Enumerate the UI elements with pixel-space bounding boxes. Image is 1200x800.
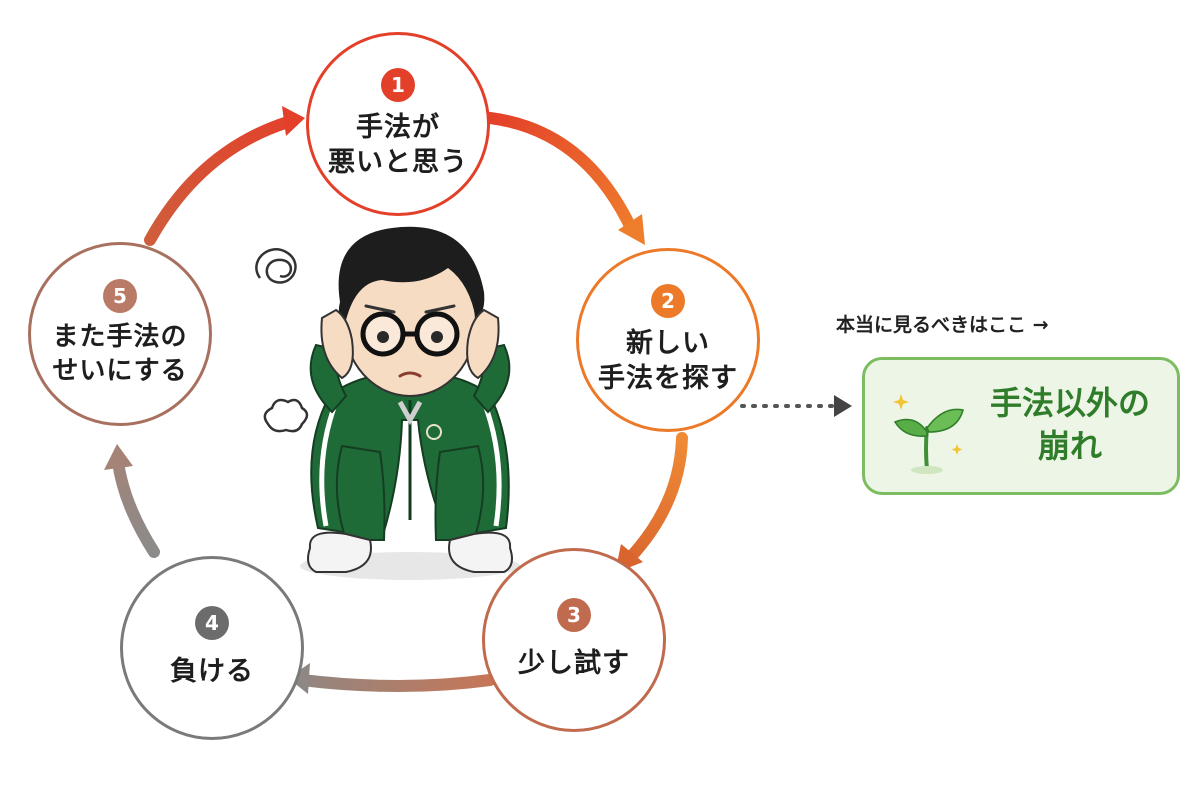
arrow-1-to-2 (484, 112, 645, 245)
cycle-step-2: 2 新しい 手法を探す (576, 248, 760, 432)
sprout-icon (893, 394, 964, 474)
focus-box: 手法以外の 崩れ (862, 357, 1180, 495)
focus-label: 手法以外の 崩れ (989, 384, 1150, 466)
step-label: また手法の せいにする (52, 322, 188, 386)
step-number-badge: 3 (557, 598, 591, 633)
step-label: 負ける (170, 656, 254, 688)
dotted-arrow-to-focus (740, 395, 852, 417)
arrow-5-to-1 (144, 106, 305, 246)
step-number-badge: 4 (195, 606, 229, 641)
cycle-step-3: 3 少し試す (482, 548, 666, 732)
arrow-3-to-4 (288, 663, 496, 694)
sparkle-icon (893, 394, 909, 410)
step-number-badge: 2 (651, 283, 685, 318)
sigh-puff-icon (263, 398, 309, 433)
callout-text: 本当に見るべきはここ → (836, 314, 1049, 336)
sparkle-icon (951, 444, 963, 455)
step-label: 少し試す (518, 648, 630, 680)
step-label: 新しい 手法を探す (598, 327, 738, 394)
cycle-step-1: 1 手法が 悪いと思う (306, 32, 490, 216)
step-label: 手法が 悪いと思う (328, 111, 468, 178)
arrow-4-to-5 (104, 444, 160, 558)
step-number-badge: 5 (103, 279, 137, 314)
stress-scribble-icon (255, 248, 297, 284)
cycle-step-4: 4 負ける (120, 556, 304, 740)
cycle-step-5: 5 また手法の せいにする (28, 242, 212, 426)
step-number-badge: 1 (381, 67, 415, 102)
